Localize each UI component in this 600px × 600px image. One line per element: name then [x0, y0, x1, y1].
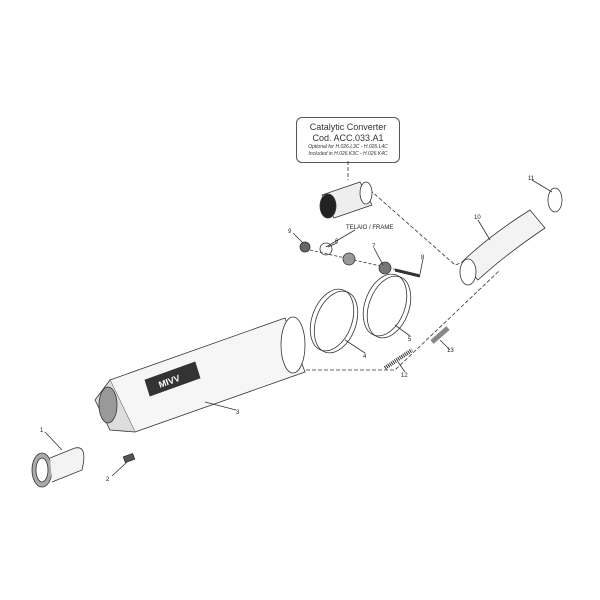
part-label-4: 4 — [363, 354, 367, 360]
screw-part-2 — [122, 452, 136, 464]
part-label-13: 13 — [447, 348, 454, 354]
link-pipe-part-10 — [459, 209, 546, 286]
clamp-part-11 — [547, 187, 563, 213]
part-label-2: 2 — [106, 477, 110, 483]
catalytic-converter-callout: Catalytic Converter Cod. ACC.033.A1 Opti… — [296, 117, 400, 163]
callout-included: Included in H.026.K3C - H.026.K4C — [308, 151, 388, 157]
part-labels: 1 2 3 4 5 6 7 8 9 10 11 12 13 TELAIO / F… — [40, 176, 535, 483]
callout-title: Catalytic Converter — [309, 122, 387, 132]
part-label-9: 9 — [288, 229, 292, 235]
clamp-part-4 — [309, 288, 355, 352]
spacer-part-13 — [430, 326, 450, 344]
clamp-part-5 — [362, 273, 408, 337]
part-label-5: 5 — [408, 337, 412, 343]
part-label-10: 10 — [474, 215, 481, 221]
callout-code: Cod. ACC.033.A1 — [312, 133, 384, 143]
muffler-part-3: MIVV — [94, 316, 306, 433]
part-label-6: 6 — [335, 239, 339, 245]
catalytic-converter-part — [319, 181, 373, 219]
assembly-leader — [300, 269, 501, 371]
part-label-11: 11 — [528, 176, 535, 182]
part-label-12: 12 — [401, 373, 408, 379]
part-label-1: 1 — [40, 428, 44, 434]
bolt-part-8 — [394, 268, 421, 278]
part-label-7: 7 — [372, 244, 376, 250]
bracket-leader — [309, 249, 421, 276]
bush-part-6 — [319, 242, 333, 256]
end-cap-part-1 — [31, 447, 85, 488]
callout-optional: Optional for H.026.L3C - H.026.L4C — [308, 144, 388, 150]
part-label-8: 8 — [421, 255, 425, 261]
nut-part-9 — [299, 241, 311, 253]
part-label-3: 3 — [236, 410, 240, 416]
washer-part-7 — [378, 261, 392, 275]
converter-leader — [347, 161, 471, 266]
spring-part-12 — [383, 348, 414, 370]
frame-label: TELAIO / FRAME — [346, 225, 393, 231]
